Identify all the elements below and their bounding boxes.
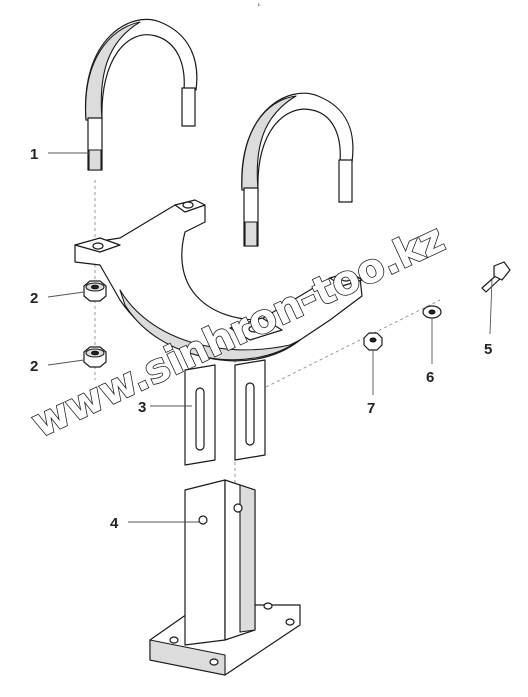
callout-3: 3 bbox=[138, 399, 146, 416]
bolt bbox=[481, 261, 511, 293]
callout-2-upper: 2 bbox=[30, 290, 38, 307]
post-base bbox=[149, 479, 301, 676]
callout-leaders bbox=[47, 152, 493, 523]
callout-7: 7 bbox=[367, 400, 375, 417]
saddle-bracket bbox=[74, 199, 363, 466]
u-bolt-right bbox=[241, 92, 354, 247]
washer bbox=[422, 305, 442, 319]
callout-6: 6 bbox=[426, 369, 434, 386]
callout-4: 4 bbox=[110, 515, 119, 532]
u-bolt-left bbox=[84, 18, 198, 171]
top-mark: ℹ. bbox=[258, 2, 261, 7]
nut-upper bbox=[83, 280, 107, 302]
callout-1: 1 bbox=[30, 146, 38, 163]
small-nut bbox=[363, 332, 383, 351]
nut-lower bbox=[83, 346, 107, 368]
callout-2-lower: 2 bbox=[30, 358, 38, 375]
callout-5: 5 bbox=[484, 341, 492, 358]
